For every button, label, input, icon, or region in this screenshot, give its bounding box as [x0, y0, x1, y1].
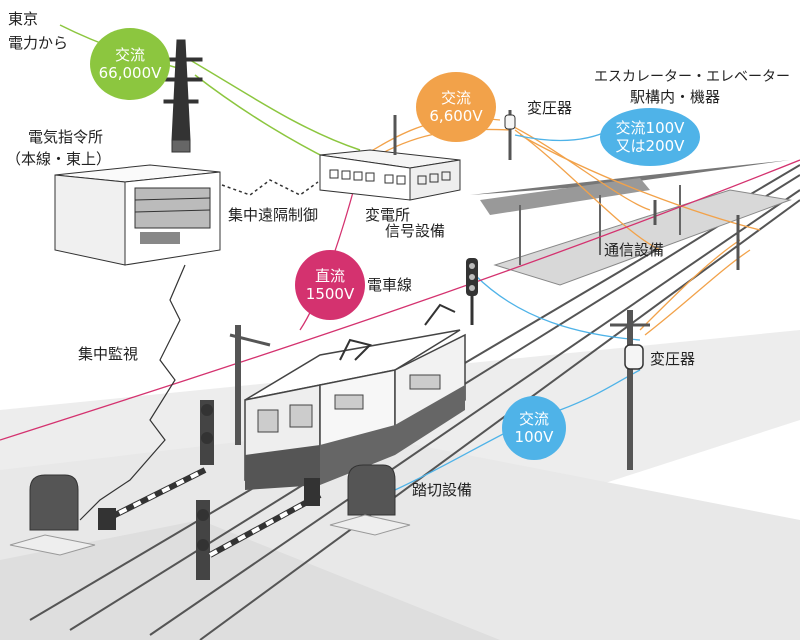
ac-6600v-line2: 6,600V [429, 107, 483, 125]
ac-100-200v-line2: 又は200V [615, 137, 685, 155]
command-center-icon [54, 164, 221, 266]
overhead-line-label: 電車線 [367, 276, 413, 294]
ac-6600v-bubble: 交流 6,600V [416, 72, 496, 142]
monitor-line [79, 264, 186, 521]
dc-1500v-line2: 1500V [305, 285, 355, 303]
transformer-icon [504, 114, 644, 370]
transformer-right-label: 変圧器 [650, 350, 696, 368]
substation-building-icon [319, 149, 461, 201]
remote-control-line [221, 179, 319, 196]
ac-6600v-line1: 交流 [440, 89, 471, 107]
transformer-top-label: 変圧器 [527, 99, 573, 117]
utility-pole-icon [229, 110, 740, 470]
train-icon [244, 303, 466, 490]
crossing-control-box [9, 464, 411, 556]
station-equipment-label-line1: エスカレーター・エレベーター [594, 69, 790, 85]
station-equipment-label-line2: 駅構内・機器 [630, 88, 721, 106]
power-source-label-line2: 電力から [8, 34, 69, 52]
remote-control-label: 集中遠隔制御 [228, 206, 319, 224]
command-center-label-line2: （本線・東上） [6, 150, 112, 168]
ac-100-200v-bubble: 交流100V 又は200V [600, 108, 700, 166]
crossing-gate-icon [98, 400, 322, 580]
dc-1500v-bubble: 直流 1500V [295, 250, 365, 320]
command-center-label-line1: 電気指令所 [28, 128, 104, 146]
central-monitor-label: 集中監視 [78, 345, 139, 363]
ac-66000v-bubble: 交流 66,000V [90, 28, 170, 100]
ac-100v-line1: 交流 [518, 410, 549, 428]
dc-1500v-line1: 直流 [314, 267, 345, 285]
platform-icon [470, 160, 792, 286]
signal-icon [466, 258, 478, 325]
orange-6600v-line [364, 117, 761, 336]
ac-100v-line2: 100V [514, 428, 554, 446]
signal-equipment-label: 信号設備 [385, 222, 446, 240]
ac-66000v-line1: 交流 [114, 46, 145, 64]
ac-100v-bubble: 交流 100V [502, 396, 566, 460]
substation-label: 変電所 [365, 206, 411, 224]
ac-100-200v-line1: 交流100V [615, 119, 685, 137]
power-source-label-line1: 東京 [8, 10, 39, 28]
crossing-equipment-label: 踏切設備 [412, 481, 473, 499]
communication-label: 通信設備 [604, 241, 665, 259]
ac-66000v-line2: 66,000V [98, 64, 162, 82]
